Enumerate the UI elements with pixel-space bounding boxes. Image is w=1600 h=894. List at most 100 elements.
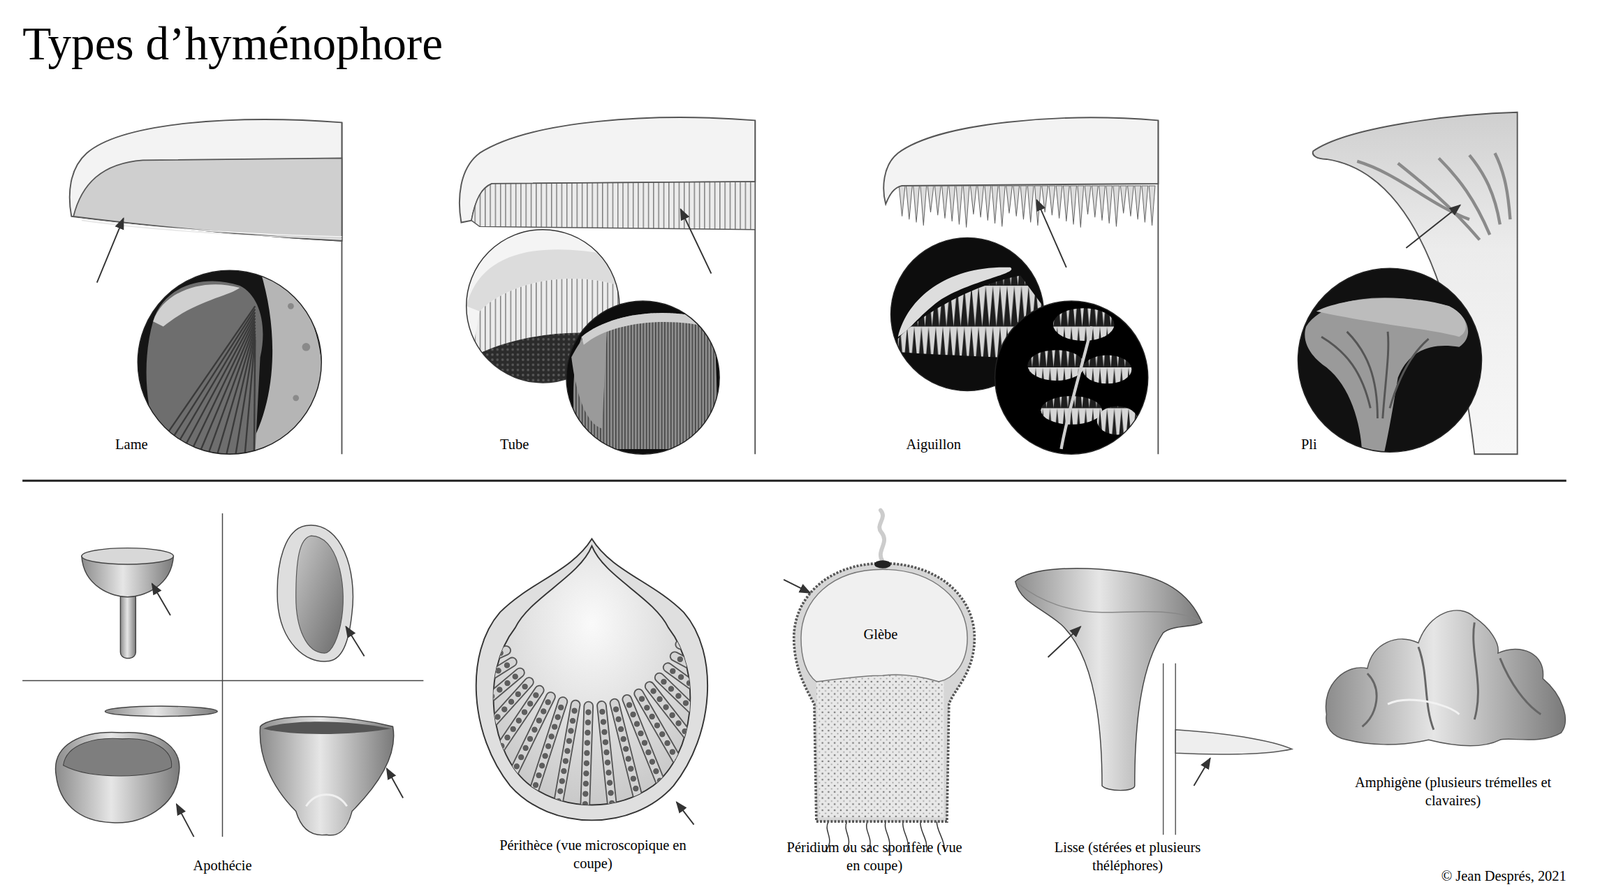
tooth-illustration (942, 185, 949, 219)
gill-illustration (137, 270, 322, 454)
amphigenous-illustration (1500, 657, 1541, 714)
perithecium-illustration (739, 689, 746, 696)
perithecium-illustration (601, 728, 608, 735)
perithecium-illustration (680, 644, 794, 686)
smooth-illustration (1193, 758, 1210, 786)
perithecium-illustration (465, 712, 472, 719)
perithecium-illustration (443, 699, 450, 707)
apothecium-illustration (120, 590, 136, 659)
perithecium-illustration (674, 656, 781, 714)
perithecium-illustration (529, 791, 536, 798)
fold-illustration (1398, 163, 1480, 241)
tube-photo (581, 312, 715, 346)
perithecium-illustration (540, 708, 547, 715)
tooth-illustration (1134, 185, 1142, 220)
perithecium-illustration (632, 784, 640, 792)
gill-photo (171, 312, 255, 454)
perithecium-illustration (694, 685, 701, 693)
perithecium-illustration (583, 759, 590, 767)
perithecium-illustration (615, 715, 622, 723)
part-label: Glèbe (834, 625, 927, 644)
tooth-illustration (905, 185, 913, 220)
tooth-illustration (883, 118, 1158, 205)
perithecium-illustration (498, 742, 505, 749)
apothecium-illustration (152, 583, 171, 616)
perithecium-illustration (687, 736, 695, 743)
perithecium-illustration (532, 692, 540, 699)
perithecium-illustration (585, 708, 592, 716)
fold-photo (1298, 268, 1482, 459)
perithecium-illustration (504, 781, 511, 788)
perithecium-illustration (557, 787, 564, 795)
tooth-illustration (1048, 185, 1056, 216)
apothecium-illustration (277, 525, 353, 662)
perithecium-illustration (511, 673, 519, 680)
perithecium-illustration (564, 747, 571, 755)
gill-photo (217, 327, 255, 454)
tooth-illustration (970, 185, 978, 215)
gill-photo (236, 333, 256, 454)
perithecium-illustration (677, 673, 684, 681)
perithecium-illustration (757, 699, 765, 706)
tooth-photo (995, 301, 1149, 454)
tooth-photo (898, 267, 1012, 337)
gill-photo (152, 305, 255, 454)
perithecium-illustration (722, 680, 729, 687)
amphigenous-illustration (1473, 622, 1479, 720)
apothecium-illustration (259, 716, 394, 836)
perithecium-illustration (674, 656, 781, 714)
perithecium-illustration (643, 704, 651, 711)
gill-photo (254, 340, 255, 455)
tooth-illustration (1020, 185, 1027, 220)
perithecium-illustration (690, 706, 697, 714)
perithecium-illustration (441, 732, 448, 739)
tube-illustration (566, 301, 720, 454)
perithecium-illustration (503, 662, 510, 669)
peridium-illustration (801, 569, 968, 682)
perithecium-illustration (649, 686, 724, 782)
perithecium-illustration (625, 701, 633, 709)
perithecium-illustration (669, 667, 677, 674)
smooth-illustration (1015, 568, 1202, 791)
perithecium-illustration (675, 692, 682, 700)
perithecium-illustration (612, 706, 619, 713)
perithecium-illustration (520, 708, 528, 716)
perithecium-illustration (720, 657, 728, 664)
perithecium-illustration (474, 736, 481, 743)
gill-photo (137, 270, 322, 454)
tooth-illustration (1077, 185, 1084, 228)
perithecium-illustration (700, 752, 707, 759)
apothecium-illustration (22, 513, 424, 837)
fold-photo (1321, 336, 1371, 408)
perithecium-illustration (676, 655, 684, 663)
gill-photo (245, 336, 256, 454)
tooth-illustration (963, 185, 970, 228)
perithecium-illustration (504, 679, 511, 686)
perithecium-illustration (432, 678, 439, 686)
fold-photo (1389, 338, 1429, 408)
perithecium-illustration (541, 752, 549, 760)
tooth-illustration (984, 185, 992, 221)
perithecium-illustration (681, 727, 688, 735)
perithecium-illustration (569, 717, 576, 724)
perithecium-illustration (706, 759, 714, 767)
perithecium-illustration (409, 662, 512, 726)
type-label: Tube (500, 435, 529, 454)
perithecium-illustration (395, 650, 507, 700)
perithecium-illustration (558, 778, 565, 785)
amphigenous-illustration (1418, 646, 1434, 730)
perithecium-illustration (607, 789, 614, 797)
tooth-illustration (1055, 185, 1063, 219)
apothecium-illustration (222, 513, 223, 837)
perithecium-illustration (558, 703, 565, 711)
perithecium-illustration (584, 719, 591, 726)
perithecium-illustration (645, 748, 652, 755)
perithecium-illustration (562, 757, 569, 765)
peridium-illustration (874, 560, 891, 569)
perithecium-illustration (694, 743, 701, 751)
perithecium-illustration (637, 729, 644, 737)
gill-photo (287, 303, 295, 310)
fold-illustration (1469, 155, 1501, 225)
